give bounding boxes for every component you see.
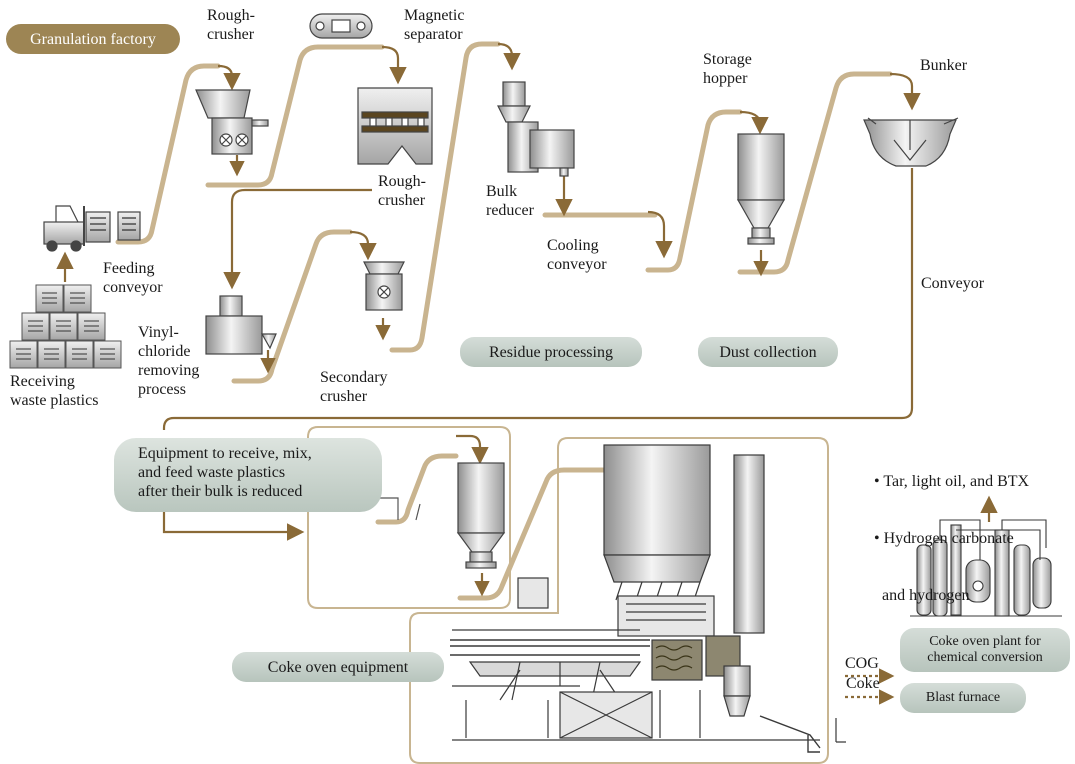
label-line: Secondary	[320, 369, 388, 386]
chemical-plant-illustration	[910, 519, 1062, 617]
product-item: • Hydrogen carbonate	[874, 530, 1014, 547]
label-line: process	[138, 381, 186, 398]
chemical-products-list: • Tar, light oil, and BTX • Hydrogen car…	[874, 434, 1029, 643]
forklift-illustration	[43, 205, 141, 252]
label-line: chloride	[138, 343, 191, 360]
receive-mix-feed-callout: Equipment to receive, mix, and feed wast…	[114, 438, 382, 512]
label-line: conveyor	[103, 279, 163, 296]
magnetic-separator-illustration	[309, 13, 433, 165]
coke-oven-illustration	[450, 444, 846, 753]
label-line: Receiving	[10, 373, 75, 390]
label-line: crusher	[378, 192, 426, 209]
label-line: Feeding	[103, 260, 155, 277]
residue-processing-badge: Residue processing	[460, 337, 642, 367]
badge-line: chemical conversion	[927, 650, 1043, 665]
coke-oven-equipment-badge: Coke oven equipment	[232, 652, 444, 682]
flow-lines	[56, 42, 998, 597]
coke-oven-conveyor-belt	[457, 467, 607, 601]
label-line: Vinyl-	[138, 324, 179, 341]
storage-hopper-label: Storage hopper	[703, 50, 752, 88]
label-line: hopper	[703, 70, 748, 87]
label-line: separator	[404, 26, 463, 43]
waste-plastic-bales-illustration	[9, 284, 122, 369]
label-line: Magnetic	[404, 7, 465, 24]
label-line: removing	[138, 362, 200, 379]
vinyl-chloride-label: Vinyl- chloride removing process	[138, 323, 199, 399]
magnetic-separator-label: Magnetic separator	[404, 6, 464, 44]
product-item: and hydrogen	[874, 587, 970, 604]
cooling-conveyor-label: Cooling conveyor	[547, 236, 607, 274]
output-arrows	[845, 668, 895, 705]
callout-line-2: and feed waste plastics	[138, 464, 286, 481]
secondary-conveyor-belt	[389, 41, 501, 353]
vinyl-chloride-unit-illustration	[205, 295, 277, 355]
label-line: waste plastics	[10, 392, 99, 409]
cog-label: COG	[845, 655, 879, 672]
badge-line: Coke oven plant for	[929, 634, 1041, 649]
receive-mix-conveyor-belt	[375, 453, 459, 525]
callout-line-3: after their bulk is reduced	[138, 483, 303, 500]
storage-hopper-illustration	[736, 133, 786, 245]
bunker-illustration	[863, 117, 959, 167]
feeding-conveyor-label: Feeding conveyor	[103, 259, 163, 297]
product-item: • Tar, light oil, and BTX	[874, 473, 1030, 490]
label-line: Bulk	[486, 183, 518, 200]
bulk-reducer-label: Bulk reducer	[486, 182, 534, 220]
conveyor-label: Conveyor	[921, 275, 985, 292]
rough-crusher-1-label: Rough- crusher	[207, 6, 255, 44]
dust-collection-badge: Dust collection	[698, 337, 838, 367]
label-line: conveyor	[547, 256, 607, 273]
receiving-waste-plastics-label: Receiving waste plastics	[10, 372, 98, 410]
coke-oven-plant-badge: Coke oven plant for chemical conversion	[900, 628, 1070, 672]
blast-furnace-badge: Blast furnace	[900, 683, 1026, 713]
conveyors	[115, 41, 893, 601]
receive-mix-hopper-illustration	[330, 462, 506, 569]
coke-oven-frame	[409, 437, 829, 764]
bale-stripes	[16, 292, 115, 360]
label-line: crusher	[320, 388, 368, 405]
granulation-factory-badge: Granulation factory	[6, 24, 180, 54]
label-line: Storage	[703, 51, 752, 68]
coke-label: Coke	[846, 675, 880, 692]
bunker-label: Bunker	[920, 57, 968, 74]
secondary-crusher-illustration	[363, 261, 405, 311]
vinyl-conveyor-belt	[231, 229, 353, 384]
rough-crusher-2-label: Rough- crusher	[378, 172, 426, 210]
bunker-conveyor-belt	[737, 71, 893, 275]
rough-crusher-1-illustration	[195, 89, 269, 155]
bulk-reducer-illustration	[497, 81, 575, 177]
callout-line-1: Equipment to receive, mix,	[138, 445, 312, 462]
label-line: Rough-	[378, 173, 426, 190]
feeding-conveyor-belt	[115, 63, 221, 245]
rough-crusher-conveyor-belt	[205, 44, 385, 188]
label-line: reducer	[486, 202, 534, 219]
label-line: Cooling	[547, 237, 599, 254]
label-line: Rough-	[207, 7, 255, 24]
section-frames	[307, 426, 829, 764]
label-line: crusher	[207, 26, 255, 43]
secondary-crusher-label: Secondary crusher	[320, 368, 388, 406]
receive-mix-frame	[307, 426, 511, 609]
hopper-conveyor-belt	[645, 109, 743, 273]
